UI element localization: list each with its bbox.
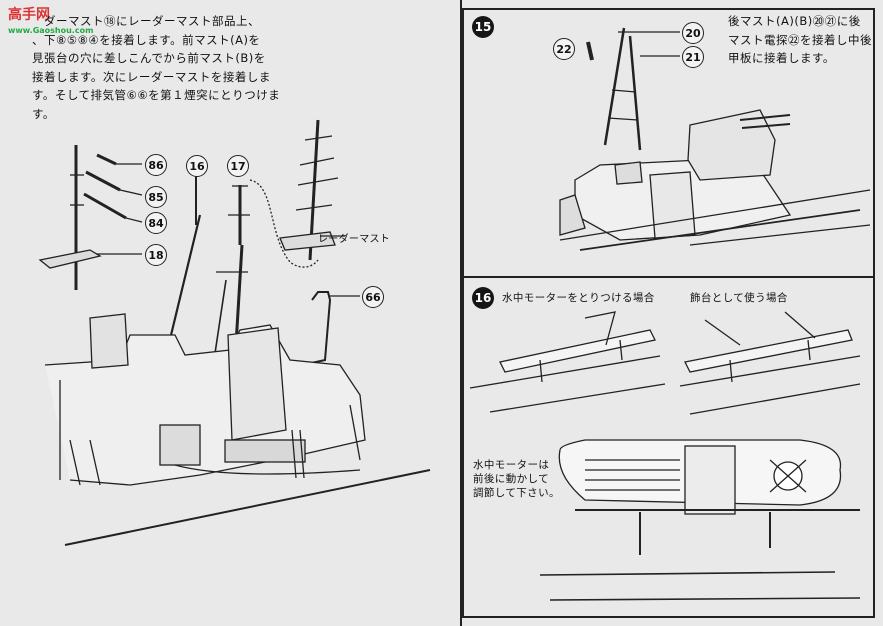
note-line: 水中モーターは — [473, 459, 550, 471]
step-15-badge: 15 — [472, 16, 494, 38]
note-line: 調節して下さい。 — [473, 487, 560, 499]
step-16-label-stand: 飾台として使う場合 — [690, 292, 788, 304]
part-number-17: 17 — [227, 155, 249, 177]
instruction-line: 見張台の穴に差しこんでから前マスト(B)を — [32, 51, 266, 65]
instruction-line: ダーマスト⑱にレーダーマスト部品上、 — [44, 14, 260, 28]
instruction-line: 接着します。次にレーダーマストを接着しま — [32, 69, 271, 84]
step-16-badge: 16 — [472, 287, 494, 309]
instruction-line: 、下⑧⑤⑧④を接着します。前マスト(A)を — [32, 32, 261, 47]
part-number-84: 84 — [145, 212, 167, 234]
step-15-instructions: 後マスト(A)(B)⑳㉑に後 マスト電探㉒を接着し中後 甲板に接着します。 — [728, 12, 872, 68]
instruction-line: す。そして排気管⑥⑥を第１煙突にとりつけま — [32, 88, 281, 102]
step-16-note: 水中モーターは 前後に動かして 調節して下さい。 — [473, 458, 560, 500]
watermark-url: www.Gaoshou.com — [8, 26, 94, 35]
part-number-16: 16 — [186, 155, 208, 177]
instruction-line: 甲板に接着します。 — [728, 51, 835, 65]
instruction-line: す。 — [32, 106, 55, 121]
part-number-86: 86 — [145, 154, 167, 176]
part-number-85: 85 — [145, 186, 167, 208]
part-number-20: 20 — [682, 22, 704, 44]
step-16-label-motor: 水中モーターをとりつける場合 — [502, 292, 655, 304]
part-number-66: 66 — [362, 286, 384, 308]
watermark-logo: 高手网 — [8, 7, 50, 23]
step-left-instructions: ダーマスト⑱にレーダーマスト部品上、 、下⑧⑤⑧④を接着します。前マスト(A)を… — [32, 12, 280, 123]
step-left-panel — [10, 0, 462, 626]
radar-mast-label: レーダーマスト — [318, 234, 391, 245]
note-line: 前後に動かして — [473, 473, 549, 485]
part-number-22: 22 — [553, 38, 575, 60]
step-16-panel — [462, 276, 875, 618]
part-number-21: 21 — [682, 46, 704, 68]
instruction-line: マスト電探㉒を接着し中後 — [728, 32, 872, 47]
instruction-line: 後マスト(A)(B)⑳㉑に後 — [728, 14, 861, 28]
part-number-18: 18 — [145, 244, 167, 266]
